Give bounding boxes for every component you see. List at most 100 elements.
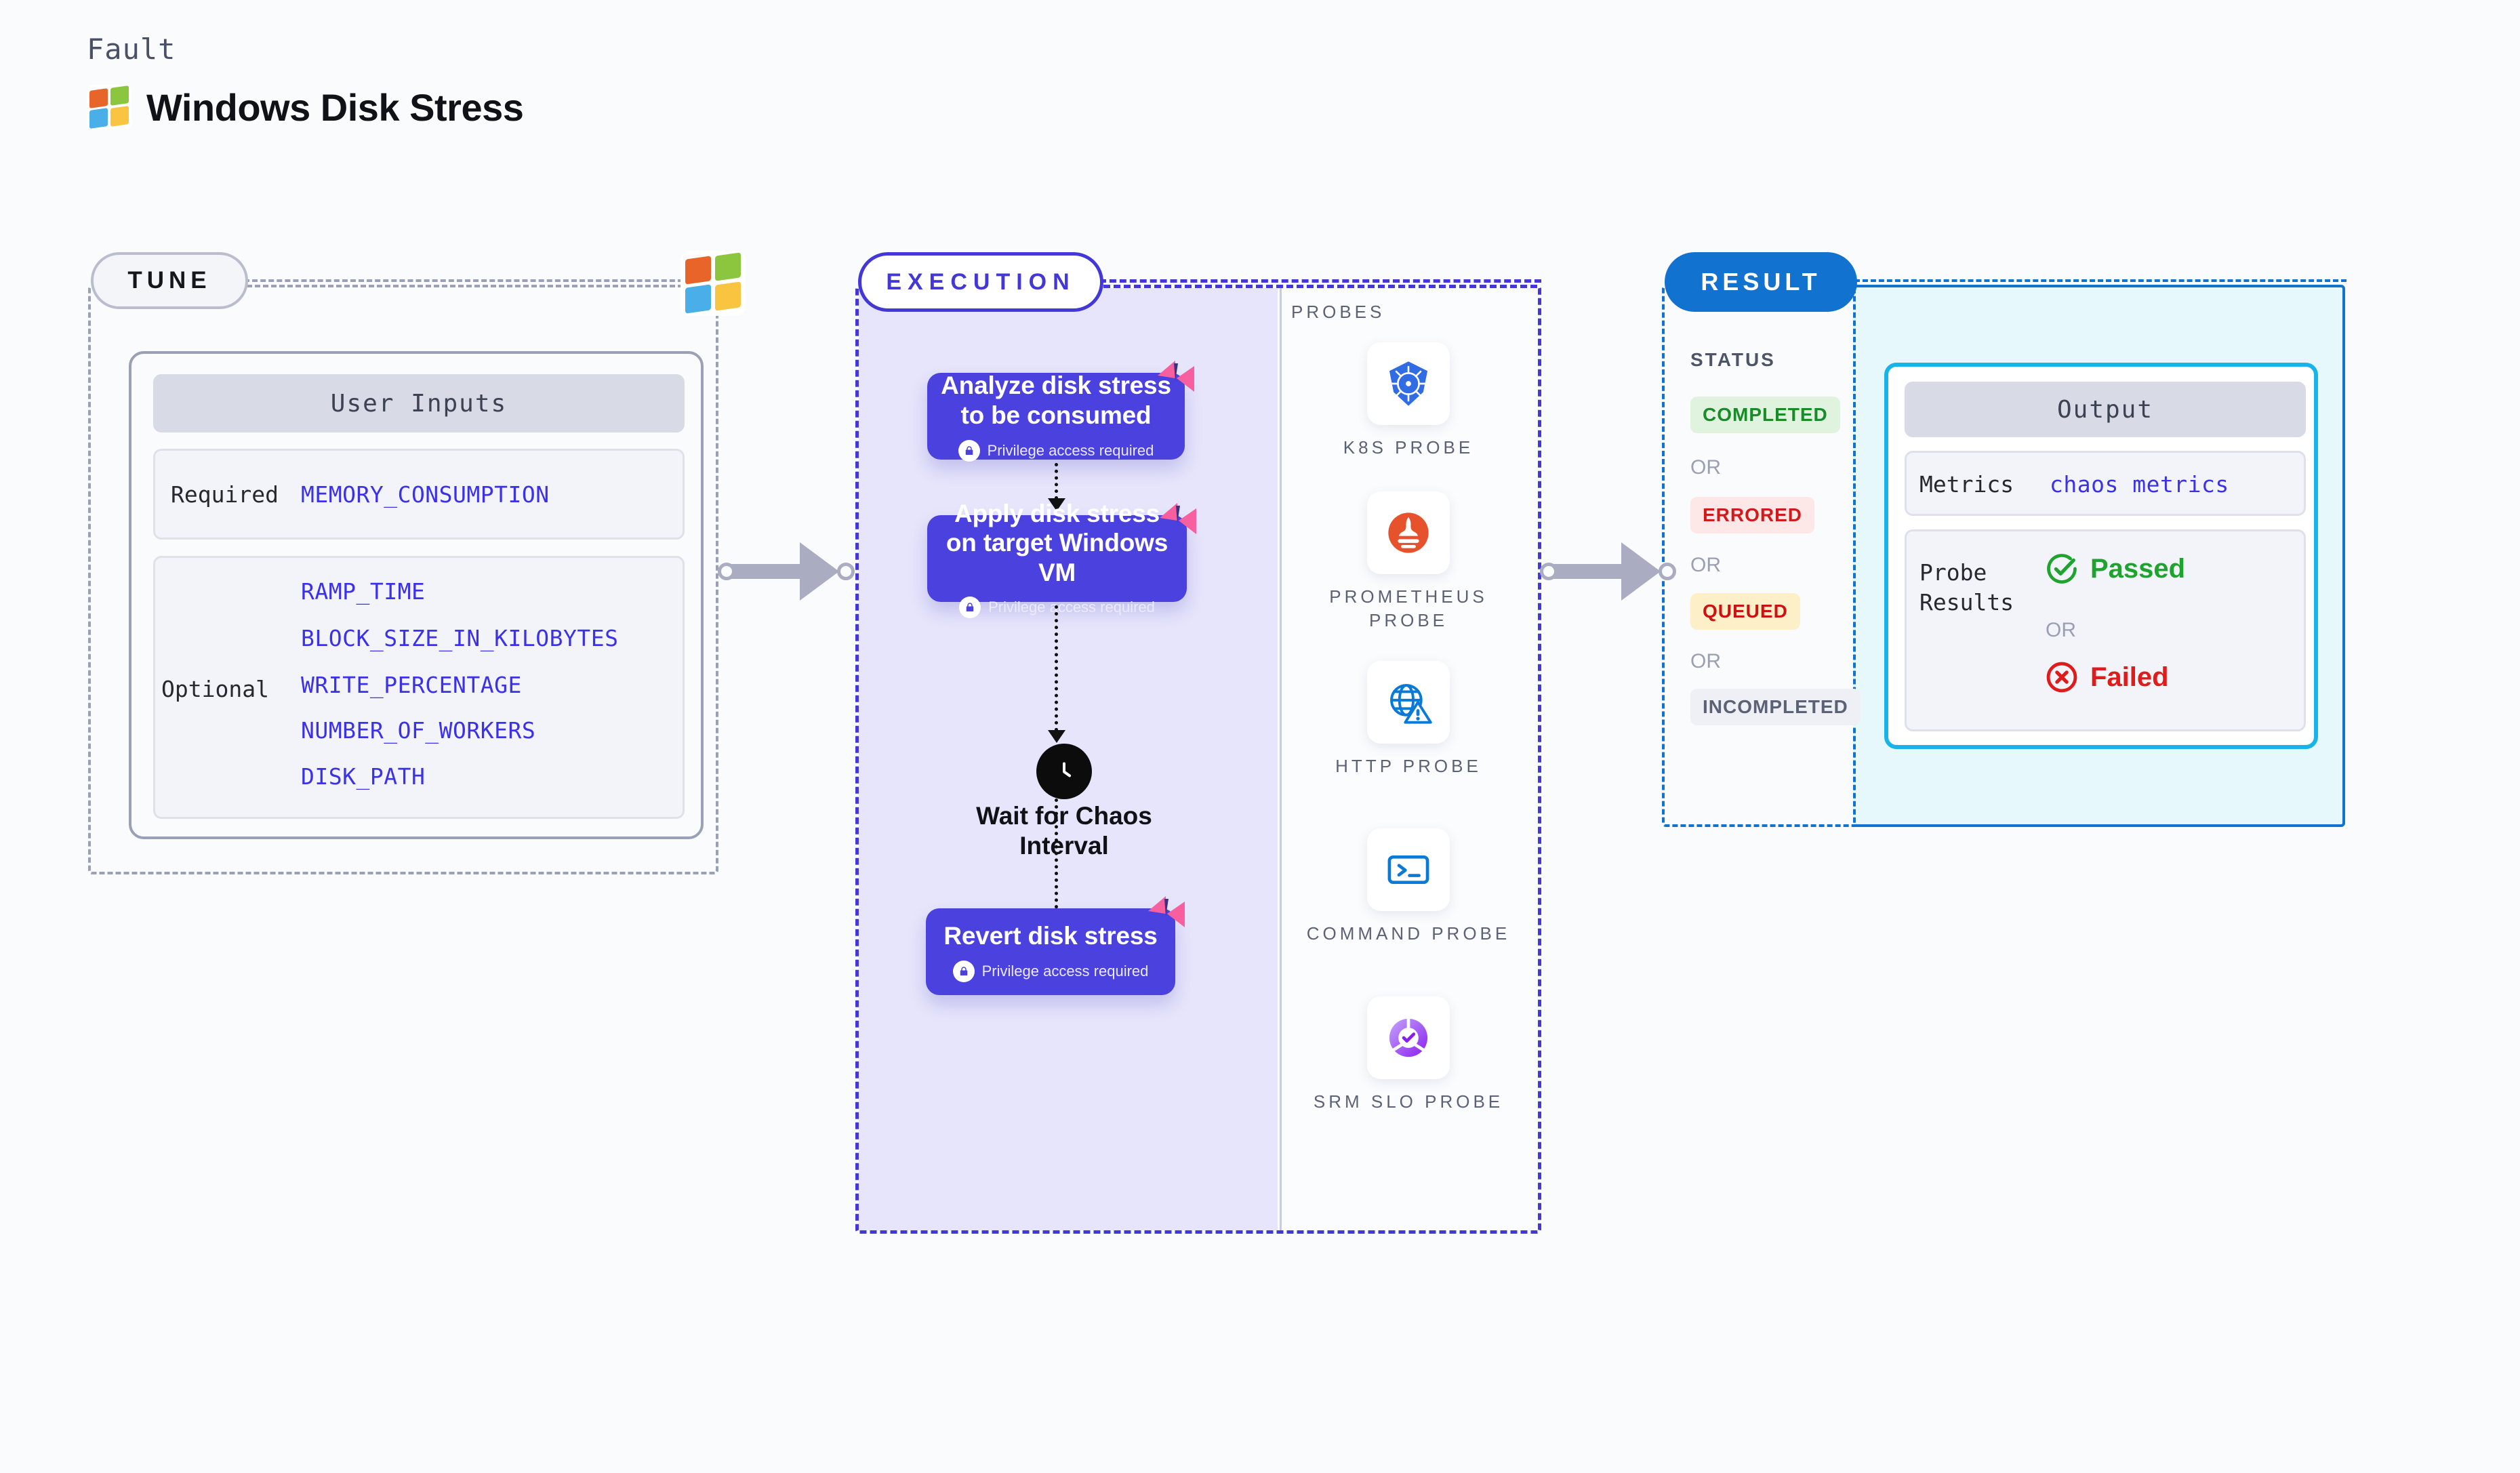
optional-label: Optional [161,676,269,702]
probe-command[interactable]: COMMAND PROBE [1286,828,1530,946]
status-badge-incompleted: INCOMPLETED [1690,689,1861,725]
flow-arrow-2 [1048,730,1065,743]
status-or-3: OR [1690,650,1721,672]
result-left-fill [1665,288,1853,824]
step-title: Analyze disk stress to be consumed [941,371,1171,429]
flow-line-3 [1055,799,1058,922]
execution-step-apply[interactable]: Apply disk stress on target Windows VM P… [927,500,1187,619]
connector-dot-right-2 [1659,563,1676,580]
passed-label: Passed [2090,553,2186,584]
srm-slo-icon [1367,996,1450,1079]
probe-label: HTTP PROBE [1335,756,1482,776]
metrics-label: Metrics [1919,471,2014,498]
probe-srm-slo[interactable]: SRM SLO PROBE [1286,996,1530,1114]
connector-dot-left [718,563,735,580]
output-metrics-section [1905,451,2306,516]
privilege-note: Privilege access required [958,439,1154,462]
connector-arrowhead-2 [1621,542,1661,601]
flow-line-2 [1055,605,1058,731]
probe-http[interactable]: HTTP PROBE [1286,661,1530,778]
user-inputs-card: User Inputs Required MEMORY_CONSUMPTION … [129,351,704,839]
lock-icon [959,597,981,619]
probes-title: PROBES [1291,302,1385,322]
probe-result-passed: Passed [2044,551,2185,586]
probes-divider [1280,288,1282,1230]
connector-dot-left-2 [1540,563,1558,580]
page-header: Fault Windows Disk Stress [87,33,524,129]
status-title: STATUS [1690,349,1776,370]
user-inputs-title: User Inputs [153,374,685,432]
http-globe-warning-icon [1367,661,1450,744]
flow-arrow-1 [1048,498,1065,511]
failed-label: Failed [2090,662,2169,692]
probe-prometheus[interactable]: PROMETHEUS PROBE [1286,491,1530,632]
execution-step-analyze[interactable]: Analyze disk stress to be consumed Privi… [927,371,1185,462]
optional-param-0[interactable]: RAMP_TIME [301,578,426,605]
status-or-1: OR [1690,456,1721,479]
connector-execution-result [1550,564,1638,579]
result-panel [1662,285,2345,827]
required-param-0[interactable]: MEMORY_CONSUMPTION [301,481,550,508]
optional-param-3[interactable]: NUMBER_OF_WORKERS [301,717,536,744]
status-badge-queued: QUEUED [1690,593,1800,630]
pink-ribbon-icon [1157,500,1199,540]
clock-icon [1036,744,1092,799]
required-label: Required [171,481,279,508]
metrics-value[interactable]: chaos metrics [2050,471,2229,498]
pink-ribbon-icon [1155,358,1197,397]
step-title: Revert disk stress [943,922,1158,950]
status-badge-completed: COMPLETED [1690,397,1840,433]
title-row: Windows Disk Stress [87,85,524,129]
privilege-text: Privilege access required [988,599,1155,616]
windows-logo-icon [87,85,131,129]
output-probe-results-section [1905,529,2306,731]
execution-leader-line [1099,279,1541,283]
fault-kicker: Fault [87,33,176,66]
flow-line-1 [1055,463,1058,500]
optional-param-4[interactable]: DISK_PATH [301,763,426,790]
execution-pill[interactable]: EXECUTION [858,252,1103,312]
status-badge-errored: ERRORED [1690,497,1815,533]
optional-param-2[interactable]: WRITE_PERCENTAGE [301,672,522,698]
result-leader-line [1854,279,2346,282]
connector-dot-right [837,563,855,580]
privilege-note: Privilege access required [959,597,1155,619]
probe-result-or: OR [2046,619,2076,641]
lock-icon [952,960,975,982]
probe-label: SRM SLO PROBE [1313,1091,1504,1112]
probe-label: PROMETHEUS PROBE [1329,586,1488,631]
privilege-note: Privilege access required [952,960,1149,982]
output-title: Output [1905,382,2306,437]
probe-result-failed: Failed [2044,660,2169,695]
result-pill[interactable]: RESULT [1665,252,1857,312]
optional-section [153,556,685,819]
tune-windows-logo-icon [680,251,746,316]
step-title: Apply disk stress on target Windows VM [946,499,1168,586]
wait-label: Wait for Chaos Interval [976,802,1152,860]
execution-step-revert[interactable]: Revert disk stress Privilege access requ… [926,908,1175,995]
prometheus-icon [1367,491,1450,574]
status-or-2: OR [1690,554,1721,576]
pink-ribbon-icon [1145,893,1187,933]
page-title: Windows Disk Stress [146,85,524,129]
optional-param-1[interactable]: BLOCK_SIZE_IN_KILOBYTES [301,625,619,651]
required-section [153,449,685,540]
privilege-text: Privilege access required [981,962,1149,980]
terminal-icon [1367,828,1450,911]
probe-label: COMMAND PROBE [1306,923,1511,944]
probe-k8s[interactable]: K8S PROBE [1286,342,1530,460]
probe-label: K8S PROBE [1343,437,1474,458]
x-circle-icon [2044,660,2079,695]
tune-leader-line [244,279,691,282]
check-circle-icon [2044,551,2079,586]
tune-panel [88,285,718,874]
lock-icon [958,439,980,462]
privilege-text: Privilege access required [987,441,1154,459]
execution-panel [855,285,1541,1234]
kubernetes-icon [1367,342,1450,425]
connector-arrowhead [800,542,839,601]
tune-pill[interactable]: TUNE [91,252,248,309]
connector-tune-execution [727,564,815,579]
